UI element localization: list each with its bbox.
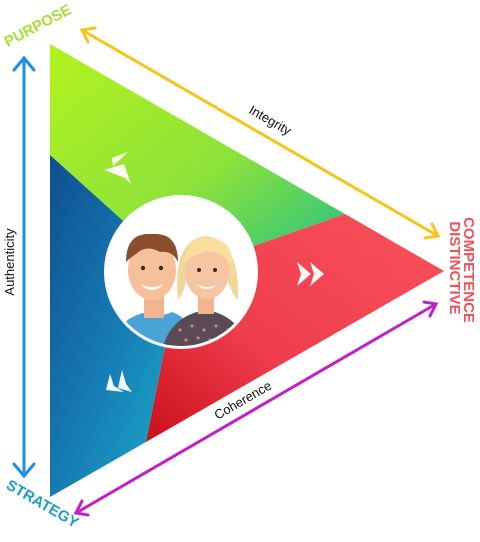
- coherence-arrow: [73, 300, 439, 517]
- competence-label: COMPETENCE: [460, 217, 477, 323]
- purpose-label: PURPOSE: [2, 1, 75, 50]
- chevron-right-double-icon: [297, 262, 324, 286]
- purpose-segment: [50, 44, 345, 272]
- authenticity-label: Authenticity: [2, 228, 17, 296]
- strategy-segment: [50, 155, 180, 497]
- chevron-down-left-icon: [106, 370, 132, 392]
- authenticity-arrow: [12, 55, 36, 479]
- integrity-label: Integrity: [246, 102, 294, 138]
- distinctive-label: DISTINCTIVE: [446, 221, 463, 314]
- chevron-up-left-icon: [104, 152, 131, 184]
- people-avatar-icon: [104, 195, 258, 349]
- integrity-arrow: [79, 26, 441, 240]
